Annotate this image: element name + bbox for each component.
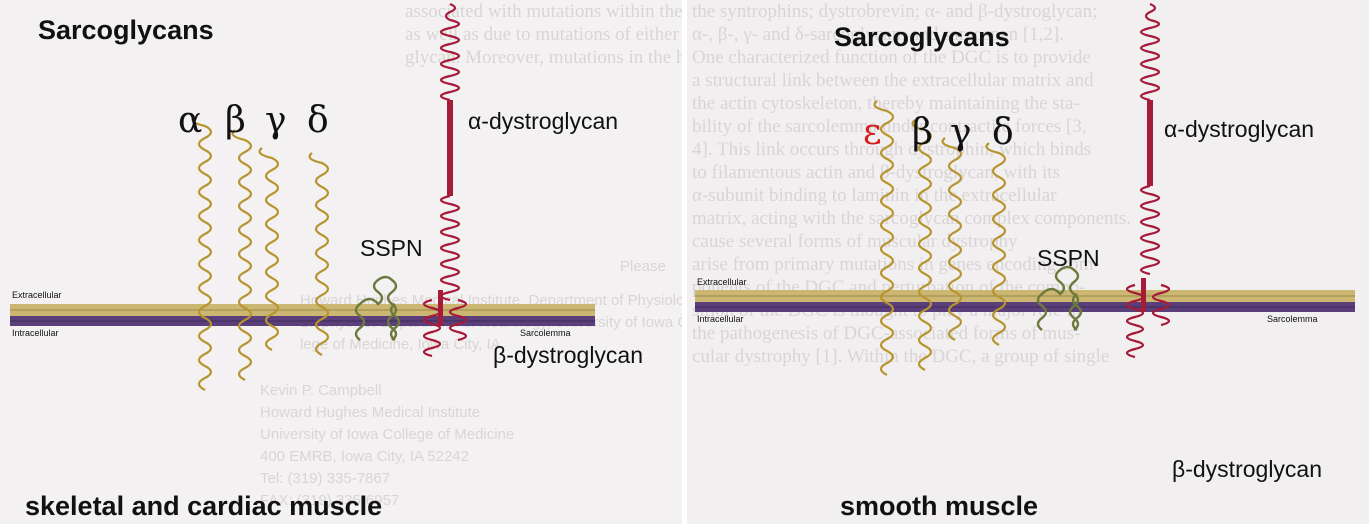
panel-title: Sarcoglycans [834,22,1010,53]
delta-sarcoglycan [987,143,1005,345]
alpha-sarcoglycan [193,116,211,390]
extracellular-label: Extracellular [697,277,747,287]
muscle-type-caption: skeletal and cardiac muscle [25,491,382,522]
beta-sarcoglycan [233,130,251,380]
intracellular-label: Intracellular [12,328,59,338]
muscle-type-caption: smooth muscle [840,491,1038,522]
alpha-dystroglycan-rod [447,100,453,196]
sarcolemma-label: Sarcolemma [1267,314,1318,324]
subunit-label-gamma: γ [265,100,287,141]
panel-title: Sarcoglycans [38,15,214,46]
intracellular-label: Intracellular [697,314,744,324]
sspn-label: SSPN [1037,245,1100,272]
sarcoglycan-diagram-right [687,0,1369,524]
subunit-label-beta: β [225,100,246,141]
alpha-dystroglycan-label: α-dystroglycan [468,108,618,135]
sspn-label: SSPN [360,235,423,262]
subunit-label-delta: δ [307,100,329,141]
alpha-dystroglycan-rod [1147,100,1153,186]
panel-smooth: the syntrophins; dystrobrevin; α- and β-… [687,0,1369,524]
panel-skeletal-cardiac: associated with mutations within the dys… [0,0,682,524]
subunit-label-epsilon: ε [863,112,882,153]
subunit-label-gamma: γ [950,112,972,153]
beta-sarcoglycan [913,120,931,370]
extracellular-label: Extracellular [12,290,62,300]
alpha-dystroglycan-label: α-dystroglycan [1164,116,1314,143]
sarcolemma-label: Sarcolemma [520,328,571,338]
beta-dystroglycan-label: β-dystroglycan [1172,456,1322,483]
beta-dystroglycan-label: β-dystroglycan [493,342,643,369]
subunit-label-delta: δ [992,112,1014,153]
subunit-label-alpha: α [178,100,202,141]
subunit-label-beta: β [912,112,933,153]
sarcoglycan-diagram-left [0,0,682,524]
